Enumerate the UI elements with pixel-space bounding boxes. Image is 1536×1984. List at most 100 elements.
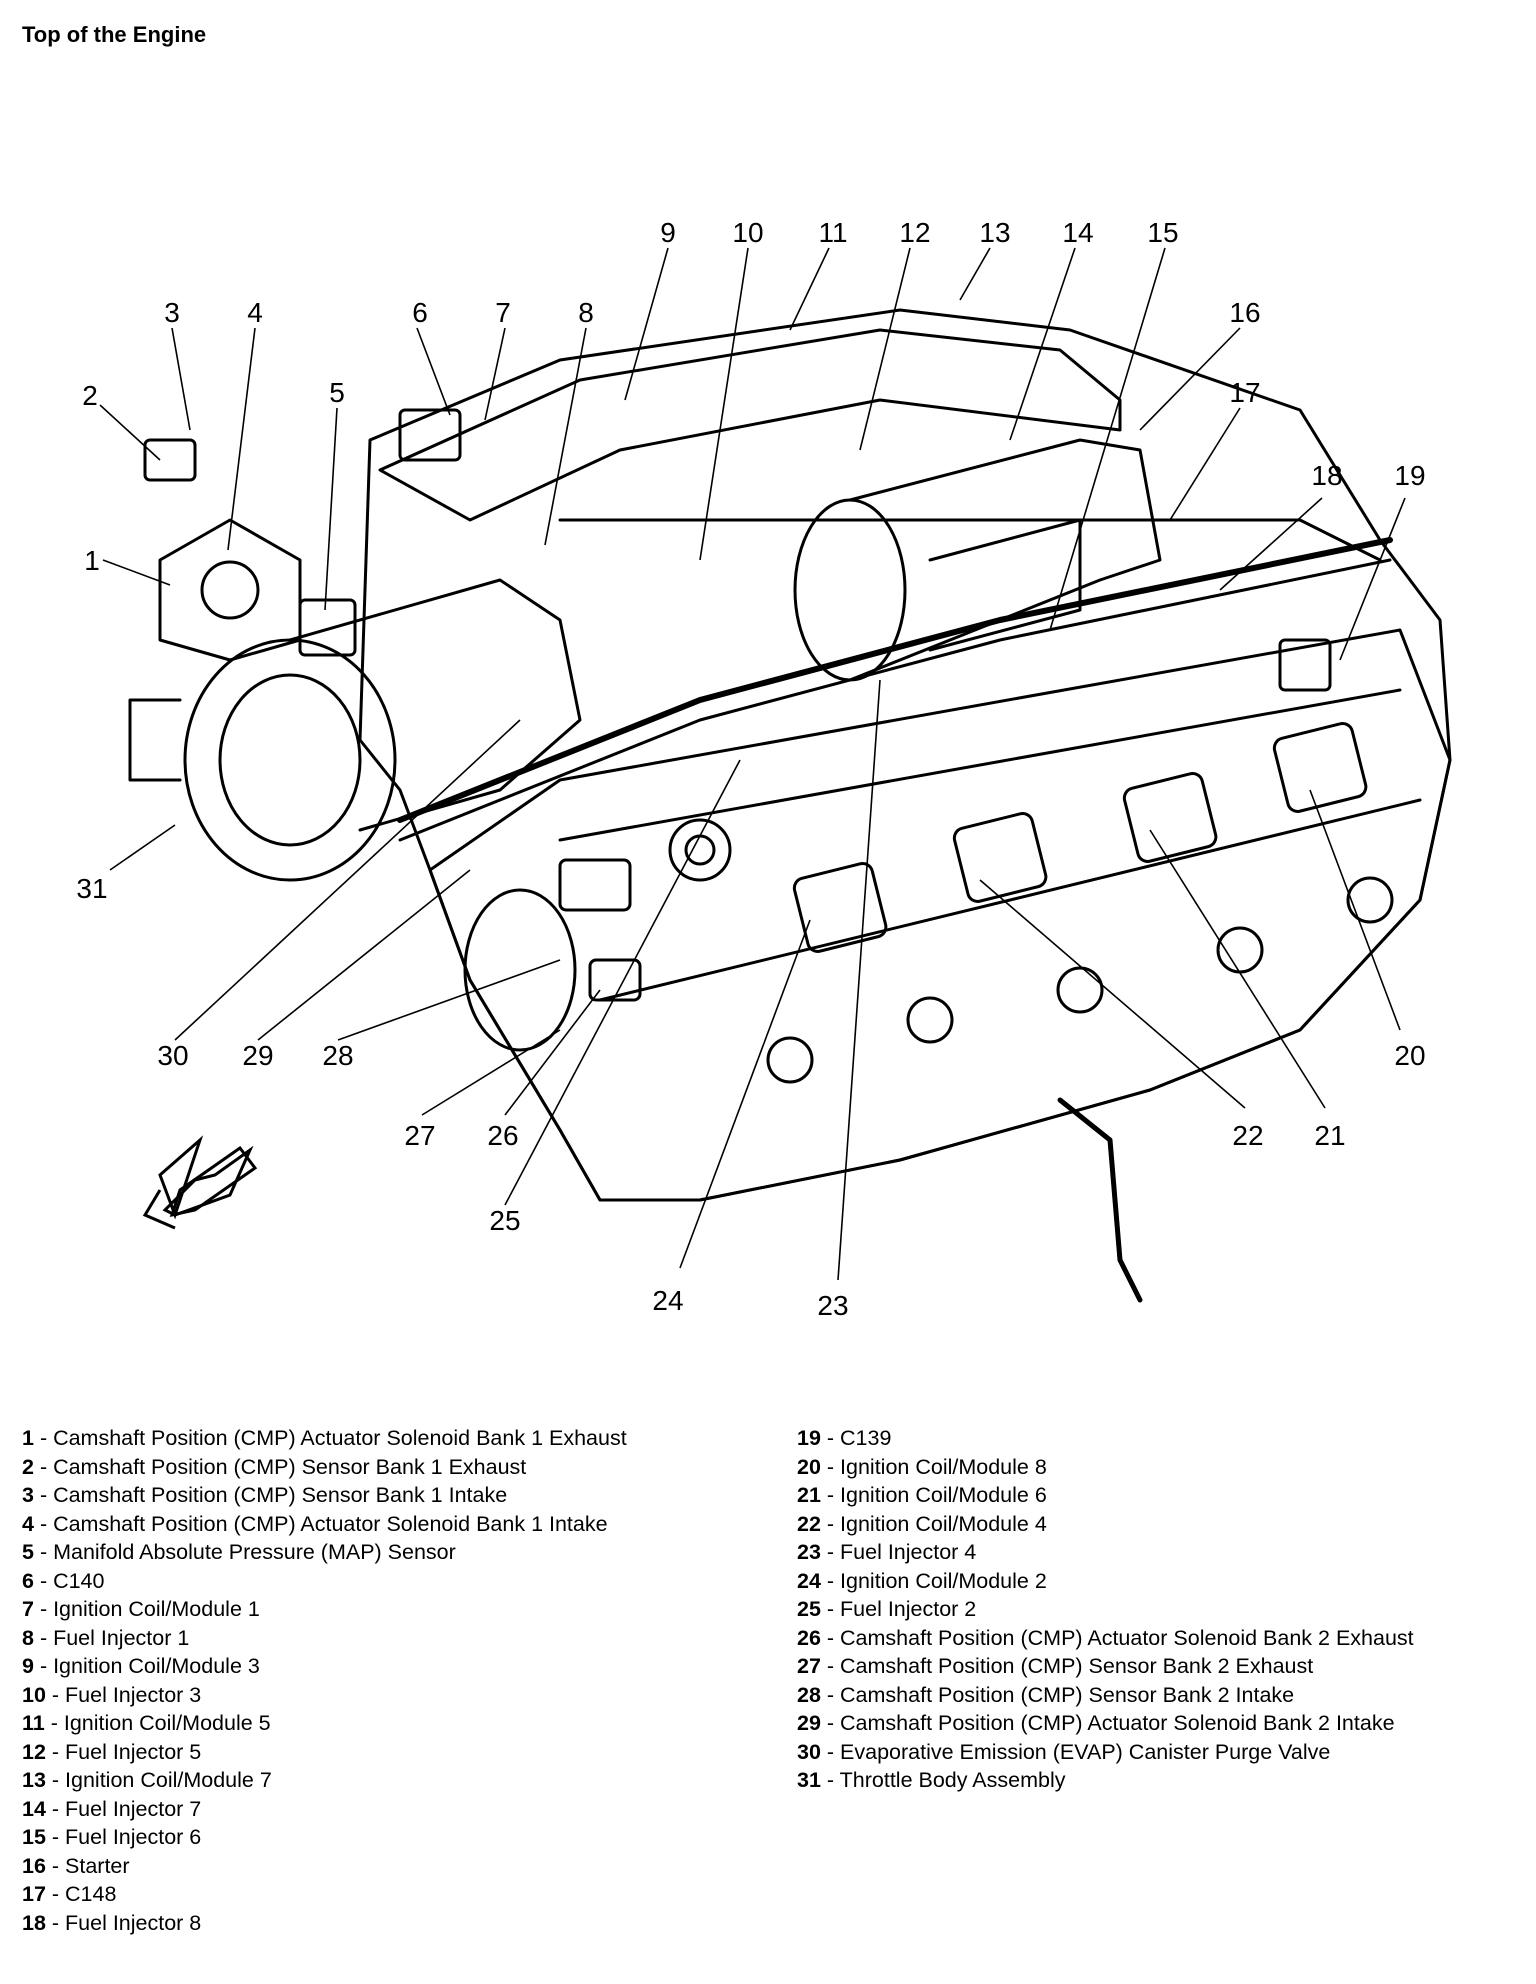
legend-item: 28 - Camshaft Position (CMP) Sensor Bank… bbox=[797, 1681, 1414, 1710]
legend-item: 19 - C139 bbox=[797, 1424, 1414, 1453]
legend-item-number: 10 bbox=[22, 1682, 46, 1707]
legend-item-label: Throttle Body Assembly bbox=[839, 1768, 1066, 1792]
callout-14: 14 bbox=[1062, 217, 1093, 248]
legend-item-separator: - bbox=[820, 1768, 840, 1792]
callout-10: 10 bbox=[732, 217, 763, 248]
legend-item-separator: - bbox=[820, 1711, 841, 1735]
legend-item-number: 28 bbox=[797, 1682, 821, 1707]
callout-9: 9 bbox=[660, 217, 676, 248]
legend-item-number: 3 bbox=[22, 1483, 34, 1507]
legend-item-separator: - bbox=[820, 1511, 841, 1536]
legend-item: 16 - Starter bbox=[22, 1852, 627, 1881]
legend-item-label: Evaporative Emission (EVAP) Canister Pur… bbox=[840, 1739, 1331, 1764]
legend-item-separator: - bbox=[820, 1739, 841, 1764]
callout-28: 28 bbox=[322, 1040, 353, 1071]
legend-item-number: 4 bbox=[22, 1511, 34, 1536]
legend-item-number: 9 bbox=[22, 1654, 34, 1678]
legend-item-separator: - bbox=[45, 1682, 66, 1707]
legend-item: 6 - C140 bbox=[22, 1567, 627, 1596]
legend-item: 30 - Evaporative Emission (EVAP) Caniste… bbox=[797, 1738, 1414, 1767]
legend-item-label: Camshaft Position (CMP) Actuator Solenoi… bbox=[840, 1625, 1414, 1650]
legend-item-number: 18 bbox=[22, 1910, 46, 1935]
legend-item: 31 - Throttle Body Assembly bbox=[797, 1766, 1414, 1795]
legend-item-label: Camshaft Position (CMP) Sensor Bank 2 Ex… bbox=[840, 1654, 1314, 1678]
legend-item-number: 22 bbox=[797, 1511, 821, 1536]
legend-item: 13 - Ignition Coil/Module 7 bbox=[22, 1766, 627, 1795]
legend-item: 4 - Camshaft Position (CMP) Actuator Sol… bbox=[22, 1510, 627, 1539]
legend-item-number: 26 bbox=[797, 1625, 821, 1650]
legend-item-number: 30 bbox=[797, 1739, 821, 1764]
leader-lines bbox=[99, 247, 1406, 1281]
legend-item-separator: - bbox=[33, 1511, 54, 1536]
legend-item-separator: - bbox=[820, 1540, 841, 1564]
callout-30: 30 bbox=[157, 1040, 188, 1071]
legend-item-separator: - bbox=[33, 1654, 54, 1678]
legend-item-number: 23 bbox=[797, 1540, 821, 1564]
legend-item-label: Ignition Coil/Module 6 bbox=[840, 1483, 1047, 1507]
callout-23: 23 bbox=[817, 1290, 848, 1321]
legend-item: 26 - Camshaft Position (CMP) Actuator So… bbox=[797, 1624, 1414, 1653]
legend-left-column: 1 - Camshaft Position (CMP) Actuator Sol… bbox=[22, 1424, 627, 1937]
legend-item: 17 - C148 bbox=[22, 1880, 627, 1909]
legend-item: 22 - Ignition Coil/Module 4 bbox=[797, 1510, 1414, 1539]
legend-item: 3 - Camshaft Position (CMP) Sensor Bank … bbox=[22, 1481, 627, 1510]
legend-item: 14 - Fuel Injector 7 bbox=[22, 1795, 627, 1824]
legend-item-number: 25 bbox=[797, 1597, 821, 1621]
callout-8: 8 bbox=[578, 297, 594, 328]
legend-item: 5 - Manifold Absolute Pressure (MAP) Sen… bbox=[22, 1538, 627, 1567]
legend-item-separator: - bbox=[45, 1796, 66, 1821]
front-arrow-icon bbox=[158, 1135, 254, 1220]
legend-item-number: 27 bbox=[797, 1654, 821, 1678]
legend-item: 7 - Ignition Coil/Module 1 bbox=[22, 1595, 627, 1624]
legend-item: 9 - Ignition Coil/Module 3 bbox=[22, 1652, 627, 1681]
callout-25: 25 bbox=[489, 1205, 520, 1236]
legend-item-number: 5 bbox=[22, 1540, 34, 1564]
legend-item-label: Ignition Coil/Module 1 bbox=[53, 1597, 260, 1621]
legend-item: 1 - Camshaft Position (CMP) Actuator Sol… bbox=[22, 1424, 627, 1453]
legend-item-label: Ignition Coil/Module 7 bbox=[65, 1768, 272, 1792]
callout-21: 21 bbox=[1314, 1120, 1345, 1151]
legend-item-label: Fuel Injector 6 bbox=[65, 1825, 202, 1849]
legend-item: 12 - Fuel Injector 5 bbox=[22, 1738, 627, 1767]
legend-item-separator: - bbox=[45, 1825, 66, 1849]
legend-item-separator: - bbox=[820, 1597, 841, 1621]
legend-item-label: Camshaft Position (CMP) Sensor Bank 2 In… bbox=[840, 1682, 1295, 1707]
legend-item-separator: - bbox=[820, 1454, 841, 1479]
legend-item-label: C148 bbox=[65, 1882, 117, 1906]
legend-item-number: 6 bbox=[22, 1568, 34, 1593]
legend-item-label: Fuel Injector 4 bbox=[840, 1540, 977, 1564]
callout-20: 20 bbox=[1394, 1040, 1425, 1071]
legend-item: 15 - Fuel Injector 6 bbox=[22, 1823, 627, 1852]
callout-5: 5 bbox=[329, 377, 345, 408]
engine-diagram: 1 2 3 4 5 6 7 8 9 10 11 12 13 14 15 16 1… bbox=[76, 217, 1452, 1321]
callout-29: 29 bbox=[242, 1040, 273, 1071]
legend-item-label: Fuel Injector 3 bbox=[65, 1682, 202, 1707]
callout-2: 2 bbox=[82, 380, 98, 411]
legend-item-label: Fuel Injector 8 bbox=[65, 1910, 202, 1935]
legend-item-separator: - bbox=[820, 1426, 841, 1450]
legend-item-separator: - bbox=[33, 1597, 54, 1621]
engine-illustration bbox=[128, 308, 1452, 1303]
legend-item-separator: - bbox=[45, 1739, 66, 1764]
legend-item-separator: - bbox=[45, 1768, 66, 1792]
legend-item-separator: - bbox=[820, 1682, 841, 1707]
legend-item: 25 - Fuel Injector 2 bbox=[797, 1595, 1414, 1624]
legend-item-number: 1 bbox=[22, 1426, 34, 1450]
legend-item: 23 - Fuel Injector 4 bbox=[797, 1538, 1414, 1567]
legend-item-separator: - bbox=[33, 1426, 54, 1450]
legend-item-label: Camshaft Position (CMP) Sensor Bank 1 Ex… bbox=[53, 1454, 527, 1479]
legend-item-separator: - bbox=[45, 1853, 66, 1878]
legend-item-separator: - bbox=[33, 1540, 54, 1564]
callout-22: 22 bbox=[1232, 1120, 1263, 1151]
legend-item-separator: - bbox=[820, 1654, 841, 1678]
legend-item-number: 15 bbox=[22, 1825, 46, 1849]
legend-item-separator: - bbox=[45, 1910, 66, 1935]
legend-item-label: Camshaft Position (CMP) Actuator Solenoi… bbox=[53, 1511, 608, 1536]
legend-item-label: C140 bbox=[53, 1568, 105, 1593]
legend-item-label: Ignition Coil/Module 2 bbox=[840, 1568, 1047, 1593]
legend-item: 8 - Fuel Injector 1 bbox=[22, 1624, 627, 1653]
legend-item-number: 20 bbox=[797, 1454, 821, 1479]
legend-item-number: 8 bbox=[22, 1625, 34, 1650]
callout-27: 27 bbox=[404, 1120, 435, 1151]
